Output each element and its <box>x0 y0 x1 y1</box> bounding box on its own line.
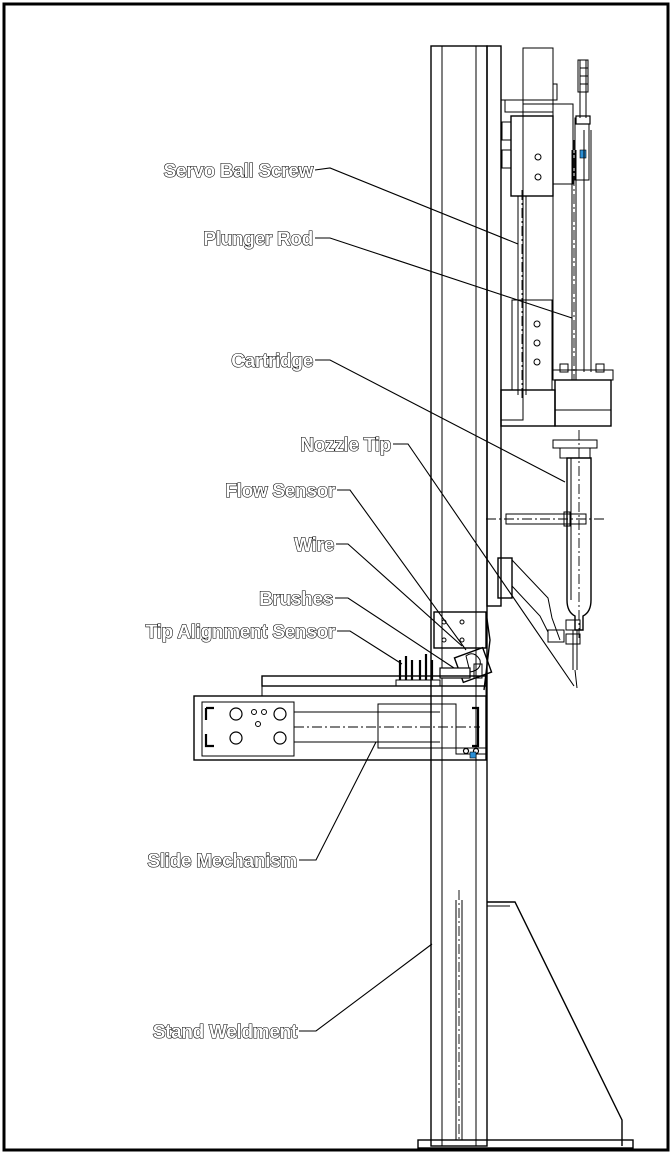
label-plunger-rod: Plunger Rod <box>203 229 313 250</box>
cartridge-part <box>486 430 605 640</box>
label-cartridge: Cartridge <box>231 351 313 372</box>
brushes-part <box>439 663 483 679</box>
leader-tip-alignment-sensor <box>337 630 403 665</box>
label-tip-alignment-sensor: Tip Alignment Sensor <box>146 622 336 643</box>
label-nozzle-tip: Nozzle Tip <box>300 435 391 456</box>
leader-lines <box>299 167 575 1032</box>
leader-nozzle-tip <box>393 443 575 687</box>
plunger-rod-part <box>552 59 592 380</box>
label-brushes: Brushes <box>259 589 333 610</box>
leader-servo-ball-screw <box>314 167 519 245</box>
leader-cartridge <box>315 359 566 483</box>
leader-flow-sensor <box>337 489 467 651</box>
leader-slide-mechanism <box>299 741 377 861</box>
nozzle-part <box>497 557 581 689</box>
label-slide-mechanism: Slide Mechanism <box>147 851 297 872</box>
leader-brushes <box>335 597 455 669</box>
leader-wire <box>336 543 463 647</box>
cartridge-holder <box>500 363 614 427</box>
leader-plunger-rod <box>315 237 573 319</box>
leader-stand-weldment <box>299 943 433 1032</box>
label-flow-sensor: Flow Sensor <box>225 481 336 502</box>
slide-mechanism-part <box>193 675 487 761</box>
label-stand-weldment: Stand Weldment <box>153 1022 298 1043</box>
label-servo-ball-screw: Servo Ball Screw <box>164 161 314 182</box>
label-wire: Wire <box>294 535 334 556</box>
